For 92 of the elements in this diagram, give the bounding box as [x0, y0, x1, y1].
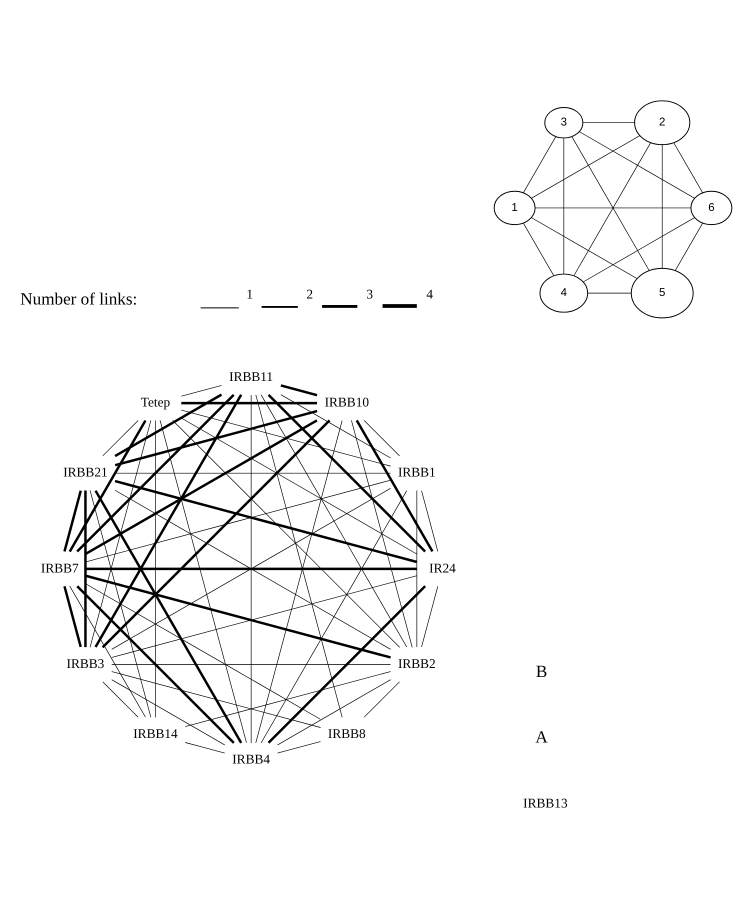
label: Number of links: [20, 288, 138, 308]
label: A [535, 727, 548, 746]
node-ellipse: 5 [630, 267, 694, 318]
node-text: IRBB13 [523, 795, 568, 810]
connector [76, 584, 235, 744]
legend-label: 2 [306, 286, 314, 302]
connector [155, 420, 156, 718]
connector [180, 417, 418, 554]
connector [181, 401, 318, 404]
connector [181, 409, 391, 466]
connector [250, 394, 252, 743]
node-ellipse: 2 [634, 100, 690, 145]
node-text: IRBB10 [324, 394, 370, 410]
connector [84, 490, 87, 647]
connector [111, 678, 226, 745]
connector [277, 740, 321, 753]
node-text: IRBB14 [133, 726, 178, 741]
connector [364, 420, 400, 456]
connector [111, 574, 417, 658]
connector [260, 490, 408, 743]
connector [94, 490, 242, 743]
node-text: IRBB1 [398, 464, 436, 480]
connector [114, 409, 318, 466]
connector [364, 680, 400, 718]
label: B [536, 661, 548, 680]
connector [563, 137, 564, 274]
connector [268, 394, 426, 552]
connector [172, 420, 400, 648]
connector [114, 472, 391, 473]
legend-label: 1 [246, 286, 254, 302]
node-ellipse: 3 [544, 106, 584, 138]
connector [531, 216, 638, 278]
connector [280, 394, 391, 458]
connector [535, 207, 692, 208]
connector [63, 490, 82, 552]
connector [114, 393, 222, 457]
connector [268, 584, 426, 744]
node-ellipse: 1 [494, 190, 536, 225]
connector [582, 122, 635, 123]
connector [421, 585, 438, 647]
connector [675, 222, 704, 270]
connector [76, 394, 235, 552]
connector [86, 583, 321, 720]
connector [102, 420, 138, 456]
node-text: IRBB8 [328, 726, 366, 741]
node-ellipse: 6 [690, 190, 732, 225]
node-text: IRBB4 [232, 751, 270, 766]
connector [90, 419, 152, 648]
connector [416, 490, 418, 647]
connector [579, 131, 695, 198]
connector [277, 678, 391, 745]
connector [588, 292, 632, 293]
node-text: IRBB7 [40, 560, 79, 575]
connector [184, 742, 225, 753]
node-text: IRBB3 [66, 656, 104, 671]
connector [63, 585, 82, 647]
node-text: IRBB21 [63, 464, 108, 480]
connector [86, 479, 391, 562]
connector [160, 420, 247, 743]
connector [421, 490, 438, 552]
connector [255, 420, 342, 743]
legend-label: 4 [426, 286, 434, 302]
connector [583, 216, 695, 282]
connector [85, 418, 318, 554]
connector [69, 585, 146, 717]
connector [90, 489, 152, 718]
connector [280, 384, 318, 396]
connector [351, 420, 413, 648]
node-text: IR24 [429, 560, 456, 575]
connector [184, 670, 391, 726]
connector [673, 142, 703, 193]
connector [114, 479, 417, 563]
node-ellipse: 4 [540, 273, 588, 312]
connector [68, 419, 146, 552]
connector [662, 144, 663, 268]
connector [260, 394, 408, 647]
node-text: IRBB11 [229, 368, 274, 384]
connector [94, 394, 242, 648]
connector [181, 384, 222, 396]
connector [531, 134, 640, 198]
connector [523, 222, 554, 276]
connector [102, 681, 138, 718]
connector [86, 567, 416, 570]
connector [255, 394, 343, 718]
connector [356, 419, 434, 552]
connector [111, 670, 321, 728]
connector [102, 418, 330, 648]
node-text: Tetep [140, 394, 170, 410]
node-text: IRBB2 [398, 656, 436, 671]
connector [86, 574, 391, 658]
legend-label: 3 [366, 286, 374, 302]
connector [523, 136, 556, 193]
